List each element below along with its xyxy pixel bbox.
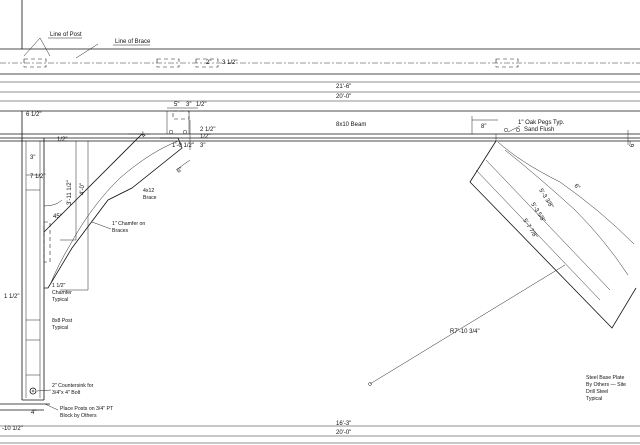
plan-view: Line of Post Line of Brace 2" 3 1/2"	[0, 0, 640, 75]
dim-brace-1-0-1-2: 1'-0 1/2"	[172, 143, 194, 149]
bottom-dimensions: 16'-3" 20'-0"	[0, 421, 640, 444]
beam: 8x10 Beam	[0, 110, 640, 142]
dim-brace-1-2b: 1/2"	[200, 134, 210, 140]
oak-pegs-label: 1" Oak Pegs Typ. Sand Flush	[518, 120, 566, 133]
place-posts-label: Place Posts on 3/4" PT Block by Others	[60, 406, 115, 419]
dim-brace-2-1-2: 2 1/2"	[200, 127, 215, 133]
dim-arc-5-3-5-8: 5'-3 5/8"	[529, 202, 546, 224]
dim-top-3-1-2: 3 1/2"	[222, 60, 237, 66]
left-brace: 5" 3" 1/2" 2 1/2" 1/2" 3" 1'-0 1/2" 4" 6…	[43, 102, 215, 291]
dim-brace-6: 6"	[176, 167, 184, 175]
dim-post-1-2: 1/2"	[57, 137, 67, 143]
dim-radius: R7'-10 3/4"	[450, 329, 480, 335]
angle-45: 45°	[53, 214, 63, 220]
overall-dimensions: 21'-6" 20'-0"	[0, 81, 640, 102]
post: 6 1/2" 1/2" 3" 7 1/2" 1 1/2" 4" -10 1/2"	[0, 111, 67, 432]
dim-brace-3b: 3"	[200, 143, 205, 149]
chamfer-typical-label: 1 1/2" Chamfer Typical	[52, 283, 73, 303]
countersink-circle	[29, 387, 37, 395]
right-brace: 8" 6" 5'-3 3/8" 5'-3 5/8" 5'-7 7/8" 6" R…	[368, 116, 637, 386]
dim-arc-5-7-7-8: 5'-7 7/8"	[521, 218, 538, 240]
svg-text:6": 6"	[573, 183, 581, 191]
brace-label: 4x12 Brace	[143, 188, 157, 201]
dim-brace-4-0: 4'-0"	[80, 183, 86, 195]
dim-post-3: 3"	[30, 155, 35, 161]
dim-top-2: 2"	[206, 60, 211, 66]
steel-plate-label: Steel Base Plate By Others — Site Drill …	[586, 375, 628, 402]
dim-brace-3: 3"	[186, 102, 191, 108]
dim-arc-5-3-3-8: 5'-3 3/8"	[537, 188, 554, 210]
callouts: 1" Oak Pegs Typ. Sand Flush 4x12 Brace 1…	[36, 120, 628, 419]
dim-overall-21-6: 21'-6"	[336, 84, 351, 90]
line-of-post-label: Line of Post	[50, 32, 82, 38]
dim-right-6: 6"	[630, 142, 636, 147]
dim-bottom-16-3: 16'-3"	[336, 421, 351, 427]
beam-label: 8x10 Beam	[336, 122, 366, 128]
countersink-label: 2" Countersink for 3/4"x 4" Bolt	[52, 383, 95, 396]
line-of-brace-label: Line of Brace	[115, 39, 151, 45]
post-label: 8x8 Post Typical	[52, 318, 74, 331]
dim-brace-3-11-1-2: 3'-11 1/2"	[67, 180, 73, 205]
dim-brace-5: 5"	[174, 102, 179, 108]
chamfer-braces-label: 1" Chamfer on Braces	[112, 221, 147, 234]
dim-post-4: 4"	[31, 410, 36, 416]
dim-overall-20-0-top: 20'-0"	[336, 94, 351, 100]
dim-post-7-1-2: 7 1/2"	[30, 174, 45, 180]
dim-brace-1-2: 1/2"	[196, 102, 206, 108]
dim-brace-4: 4"	[141, 131, 149, 138]
dim-post-10-1-2: -10 1/2"	[2, 426, 23, 432]
dim-post-1-1-2: 1 1/2"	[4, 294, 19, 300]
dim-right-8: 8"	[481, 124, 486, 130]
dim-bottom-20-0: 20'-0"	[336, 430, 351, 436]
dim-post-6-1-2: 6 1/2"	[26, 112, 41, 118]
